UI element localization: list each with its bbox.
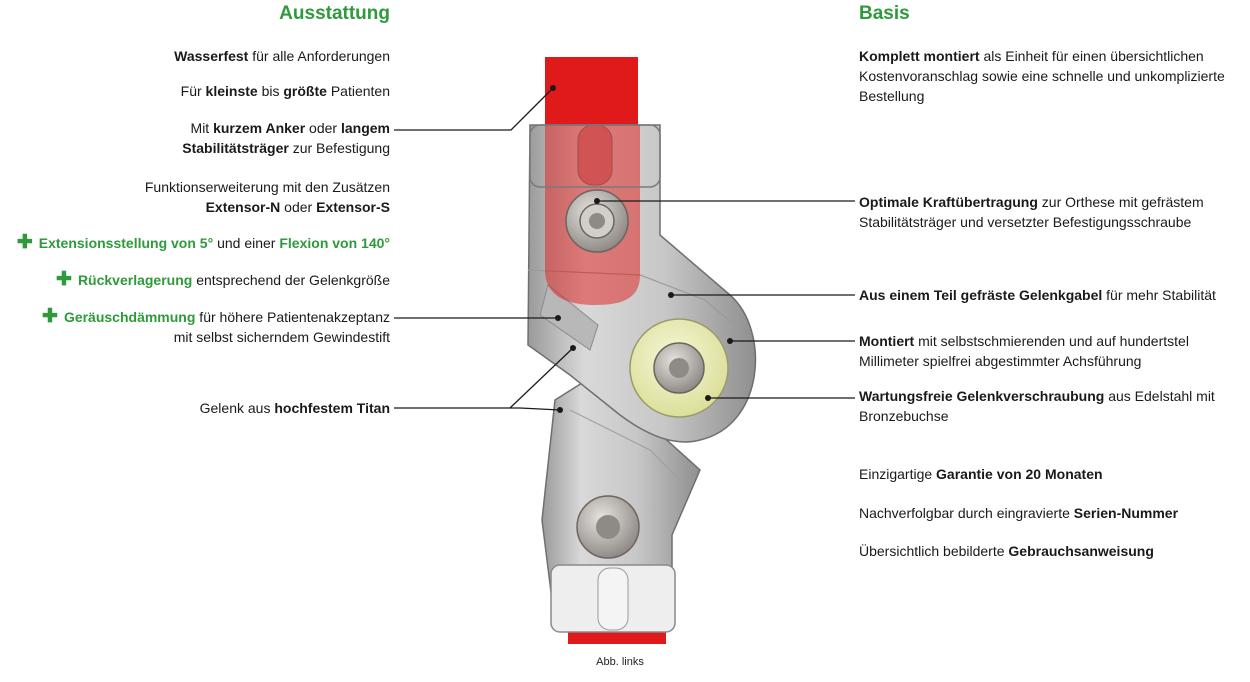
right-item-text: Übersichtlich bebilderte	[859, 543, 1009, 559]
left-item-text: kurzem Anker	[213, 120, 306, 136]
left-item-text: Wasserfest	[174, 48, 249, 64]
left-item-text: Extensionsstellung von 5°	[38, 235, 214, 251]
right-item-text: zur Orthese mit gefrästem Stabilitätsträ…	[859, 194, 1204, 230]
left-item-text: oder	[280, 199, 317, 215]
left-item-text: mit selbst sicherndem Gewindestift	[173, 329, 390, 345]
left-item-text: Funktionserweiterung mit den Zusätzen	[144, 179, 390, 195]
left-item-1: Wasserfest für alle Anforderungen	[174, 46, 390, 66]
leader-lines-left	[394, 87, 574, 411]
left-item-text: für höhere Patientenakzeptanz	[195, 309, 390, 325]
right-item-2: Optimale Kraftübertragung zur Orthese mi…	[859, 192, 1244, 232]
right-item-text: als Einheit für einen übersichtlichen Ko…	[859, 48, 1225, 104]
left-item-text: Stabilitätsträger	[182, 140, 289, 156]
left-item-8: Gelenk aus hochfestem Titan	[200, 398, 390, 418]
left-item-text: Rückverlagerung	[77, 272, 193, 288]
right-item-5: Wartungsfreie Gelenkverschraubung aus Ed…	[859, 386, 1244, 426]
left-item-text: zur Befestigung	[288, 140, 390, 156]
left-item-text: Extensor-S	[316, 199, 390, 215]
right-item-text: für mehr Stabilität	[1102, 287, 1216, 303]
left-item-6: ✚ Rückverlagerung entsprechend der Gelenk…	[56, 270, 390, 290]
left-item-text: Gelenk aus	[199, 400, 275, 416]
left-item-text: Für	[180, 83, 206, 99]
left-item-5: ✚ Extensionsstellung von 5° und einer Fle…	[17, 233, 390, 253]
left-item-text: bis	[257, 83, 284, 99]
left-item-text: Extensor-N	[205, 199, 281, 215]
right-item-text: Aus einem Teil gefräste Gelenkgabel	[859, 287, 1103, 303]
plus-icon: ✚	[42, 306, 58, 327]
left-item-text: für alle Anforderungen	[248, 48, 390, 64]
left-item-text: kleinste	[205, 83, 258, 99]
right-item-text: Optimale Kraftübertragung	[859, 194, 1038, 210]
right-item-text: Nachverfolgbar durch eingravierte	[859, 505, 1074, 521]
left-item-text: langem	[340, 120, 390, 136]
left-item-2: Für kleinste bis größte Patienten	[181, 81, 390, 101]
left-item-text: oder	[305, 120, 341, 136]
leader-dots-left	[550, 85, 576, 413]
heading-basis: Basis	[859, 3, 910, 24]
left-item-text: hochfestem Titan	[274, 400, 390, 416]
left-item-text: Mit	[190, 120, 214, 136]
heading-ausstattung: Ausstattung	[279, 3, 390, 24]
right-item-text: Wartungsfreie Gelenkverschraubung	[859, 388, 1105, 404]
left-item-text: Geräuschdämmung	[63, 309, 196, 325]
leader-lines-right	[597, 200, 855, 399]
left-item-text: Flexion von 140°	[279, 235, 390, 251]
left-item-text: Patienten	[326, 83, 390, 99]
right-item-6: Einzigartige Garantie von 20 Monaten	[859, 464, 1244, 484]
plus-icon: ✚	[56, 269, 72, 290]
right-item-text: Serien-Nummer	[1073, 505, 1179, 521]
left-item-text: und einer	[213, 235, 280, 251]
leader-dots-right	[594, 198, 733, 401]
right-item-text: Einzigartige	[859, 466, 937, 482]
figure-caption: Abb. links	[596, 656, 644, 668]
right-item-1: Komplett montiert als Einheit für einen …	[859, 46, 1244, 106]
right-item-text: aus Edelstahl mit Bronzebuchse	[859, 388, 1215, 424]
right-item-text: Montiert	[859, 333, 915, 349]
right-item-text: Komplett montiert	[859, 48, 980, 64]
right-item-text: Gebrauchsanweisung	[1008, 543, 1154, 559]
left-item-text: größte	[283, 83, 327, 99]
right-item-3: Aus einem Teil gefräste Gelenkgabel für …	[859, 285, 1244, 305]
right-item-text: Garantie von 20 Monaten	[936, 466, 1103, 482]
right-item-8: Übersichtlich bebilderte Gebrauchsanweis…	[859, 541, 1244, 561]
right-item-4: Montiert mit selbstschmierenden und auf …	[859, 331, 1244, 371]
upper-red-bar	[545, 57, 638, 137]
right-item-7: Nachverfolgbar durch eingravierte Serien…	[859, 503, 1244, 523]
left-item-7: ✚ Geräuschdämmung für höhere Patientenakz…	[42, 307, 390, 347]
plus-icon: ✚	[16, 232, 33, 253]
left-item-text: entsprechend der Gelenkgröße	[192, 272, 390, 288]
right-item-text: mit selbstschmierenden und auf hundertst…	[859, 333, 1189, 369]
